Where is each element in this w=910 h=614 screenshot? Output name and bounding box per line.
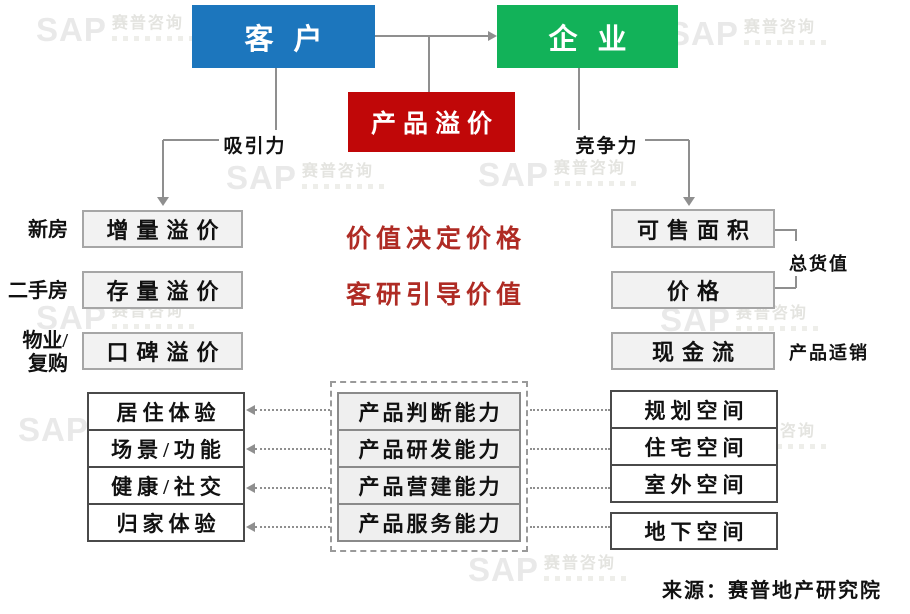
sap-logo-icon: SAP [478, 156, 549, 193]
incremental-premium-label: 增量溢价 [106, 218, 227, 243]
experience-row: 健康/社交 [89, 468, 243, 505]
space-row: 规划空间 [612, 392, 776, 429]
watermark-subline [111, 324, 198, 329]
dotted-connector [255, 526, 330, 528]
sellable-area-label: 可售面积 [636, 217, 757, 243]
sap-logo-icon: SAP [18, 411, 89, 448]
slogan-line-1: 价值决定价格 [345, 226, 526, 253]
product-premium-box: 产品溢价 [348, 92, 515, 152]
watermark-subline [301, 184, 388, 189]
watermark-text: 赛普咨询 [111, 15, 184, 32]
bracket-top-stub [775, 229, 796, 231]
arrowhead-left-icon [246, 405, 255, 415]
arrowhead-left-icon [246, 522, 255, 532]
space-row: 室外空间 [644, 472, 749, 497]
watermark-sap: SAP 赛普咨询 [226, 159, 388, 196]
watermark-subline [735, 326, 822, 331]
competitiveness-down-line [688, 140, 690, 198]
capabilities-dashed-container [330, 381, 528, 552]
experience-row: 场景/功能 [89, 431, 243, 468]
watermark-subline [743, 40, 830, 45]
watermark-sap: SAP 赛普咨询 [478, 156, 640, 193]
capability-row: 产品服务能力 [358, 511, 503, 536]
dotted-connector [530, 409, 610, 411]
sellable-area-box: 可售面积 [611, 209, 775, 248]
experience-row: 归家体验 [116, 511, 221, 536]
experience-row: 居住体验 [89, 394, 243, 431]
experience-table: 居住体验 场景/功能 健康/社交 归家体验 [87, 392, 245, 542]
watermark-sap: SAP 赛普咨询 [468, 551, 630, 588]
capability-row: 产品判断能力 [339, 394, 519, 431]
dotted-connector [530, 526, 610, 528]
price-label: 价格 [666, 279, 727, 304]
arrowhead-down-icon [157, 197, 169, 206]
arrowhead-down-icon [683, 197, 695, 206]
spaces-table: 规划空间 住宅空间 室外空间 [610, 390, 778, 503]
arrowhead-left-icon [246, 444, 255, 454]
slogan-line-2: 客研引导价值 [345, 282, 526, 309]
competitiveness-elbow-line [645, 139, 689, 141]
watermark-text: 赛普咨询 [553, 160, 626, 177]
watermark-subline [111, 36, 198, 41]
sap-logo-icon: SAP [668, 15, 739, 52]
watermark-sap: SAP 赛普咨询 [660, 301, 822, 338]
watermark-text: 赛普咨询 [543, 555, 616, 572]
enterprise-box: 企业 [497, 5, 678, 68]
enterprise-branch-line [578, 68, 580, 130]
price-box: 价格 [611, 271, 775, 309]
secondhand-home-label: 二手房 [8, 280, 68, 302]
bracket-bottom-stub [775, 287, 796, 289]
competitiveness-label: 竞争力 [575, 136, 639, 157]
watermark-text: 赛普咨询 [301, 163, 374, 180]
watermark-subline [543, 576, 630, 581]
underground-space-box: 地下空间 [610, 512, 778, 550]
space-row: 住宅空间 [612, 429, 776, 466]
sap-logo-icon: SAP [660, 301, 731, 338]
source-credit: 来源：赛普地产研究院 [662, 580, 882, 602]
stock-premium-box: 存量溢价 [82, 271, 243, 309]
cashflow-box: 现金流 [611, 332, 775, 370]
reputation-premium-box: 口碑溢价 [82, 332, 243, 370]
product-premium-label: 产品溢价 [370, 111, 499, 138]
capabilities-table: 产品判断能力 产品研发能力 产品营建能力 产品服务能力 [337, 392, 521, 542]
customer-box-label: 客户 [244, 23, 343, 56]
reputation-premium-label: 口碑溢价 [106, 340, 227, 365]
product-marketable-label: 产品适销 [787, 339, 871, 365]
bracket-bottom-corner [795, 276, 797, 288]
cashflow-label: 现金流 [651, 340, 742, 365]
watermark-sap: SAP 赛普咨询 [36, 11, 198, 48]
arrowhead-left-icon [246, 483, 255, 493]
underground-space-label: 地下空间 [644, 520, 749, 544]
sap-logo-icon: SAP [468, 551, 539, 588]
new-home-label: 新房 [28, 219, 68, 241]
bracket-top-corner [795, 229, 797, 241]
customer-box: 客户 [192, 5, 375, 68]
stock-premium-label: 存量溢价 [106, 279, 227, 304]
customer-branch-line [275, 68, 277, 130]
capability-row: 产品研发能力 [339, 431, 519, 468]
dotted-connector [530, 487, 610, 489]
total-value-label: 总货值 [787, 250, 851, 276]
dotted-connector [255, 409, 330, 411]
dotted-connector [530, 448, 610, 450]
dotted-connector [255, 448, 330, 450]
sap-logo-icon: SAP [226, 159, 297, 196]
sap-logo-icon: SAP [36, 11, 107, 48]
customer-enterprise-arrow-line [362, 35, 490, 37]
enterprise-box-label: 企业 [548, 23, 647, 56]
watermark-text: 赛普咨询 [743, 19, 816, 36]
property-repurchase-label: 物业/ 复购 [22, 330, 68, 375]
premium-drop-line [428, 37, 430, 92]
watermark-subline [553, 181, 640, 186]
incremental-premium-box: 增量溢价 [82, 210, 243, 248]
arrowhead-right-icon [488, 31, 497, 41]
attraction-label: 吸引力 [223, 136, 287, 157]
attraction-elbow-line [163, 139, 219, 141]
dotted-connector [255, 487, 330, 489]
watermark-sap: SAP 赛普咨询 [668, 15, 830, 52]
capability-row: 产品营建能力 [339, 468, 519, 505]
attraction-down-line [162, 140, 164, 198]
